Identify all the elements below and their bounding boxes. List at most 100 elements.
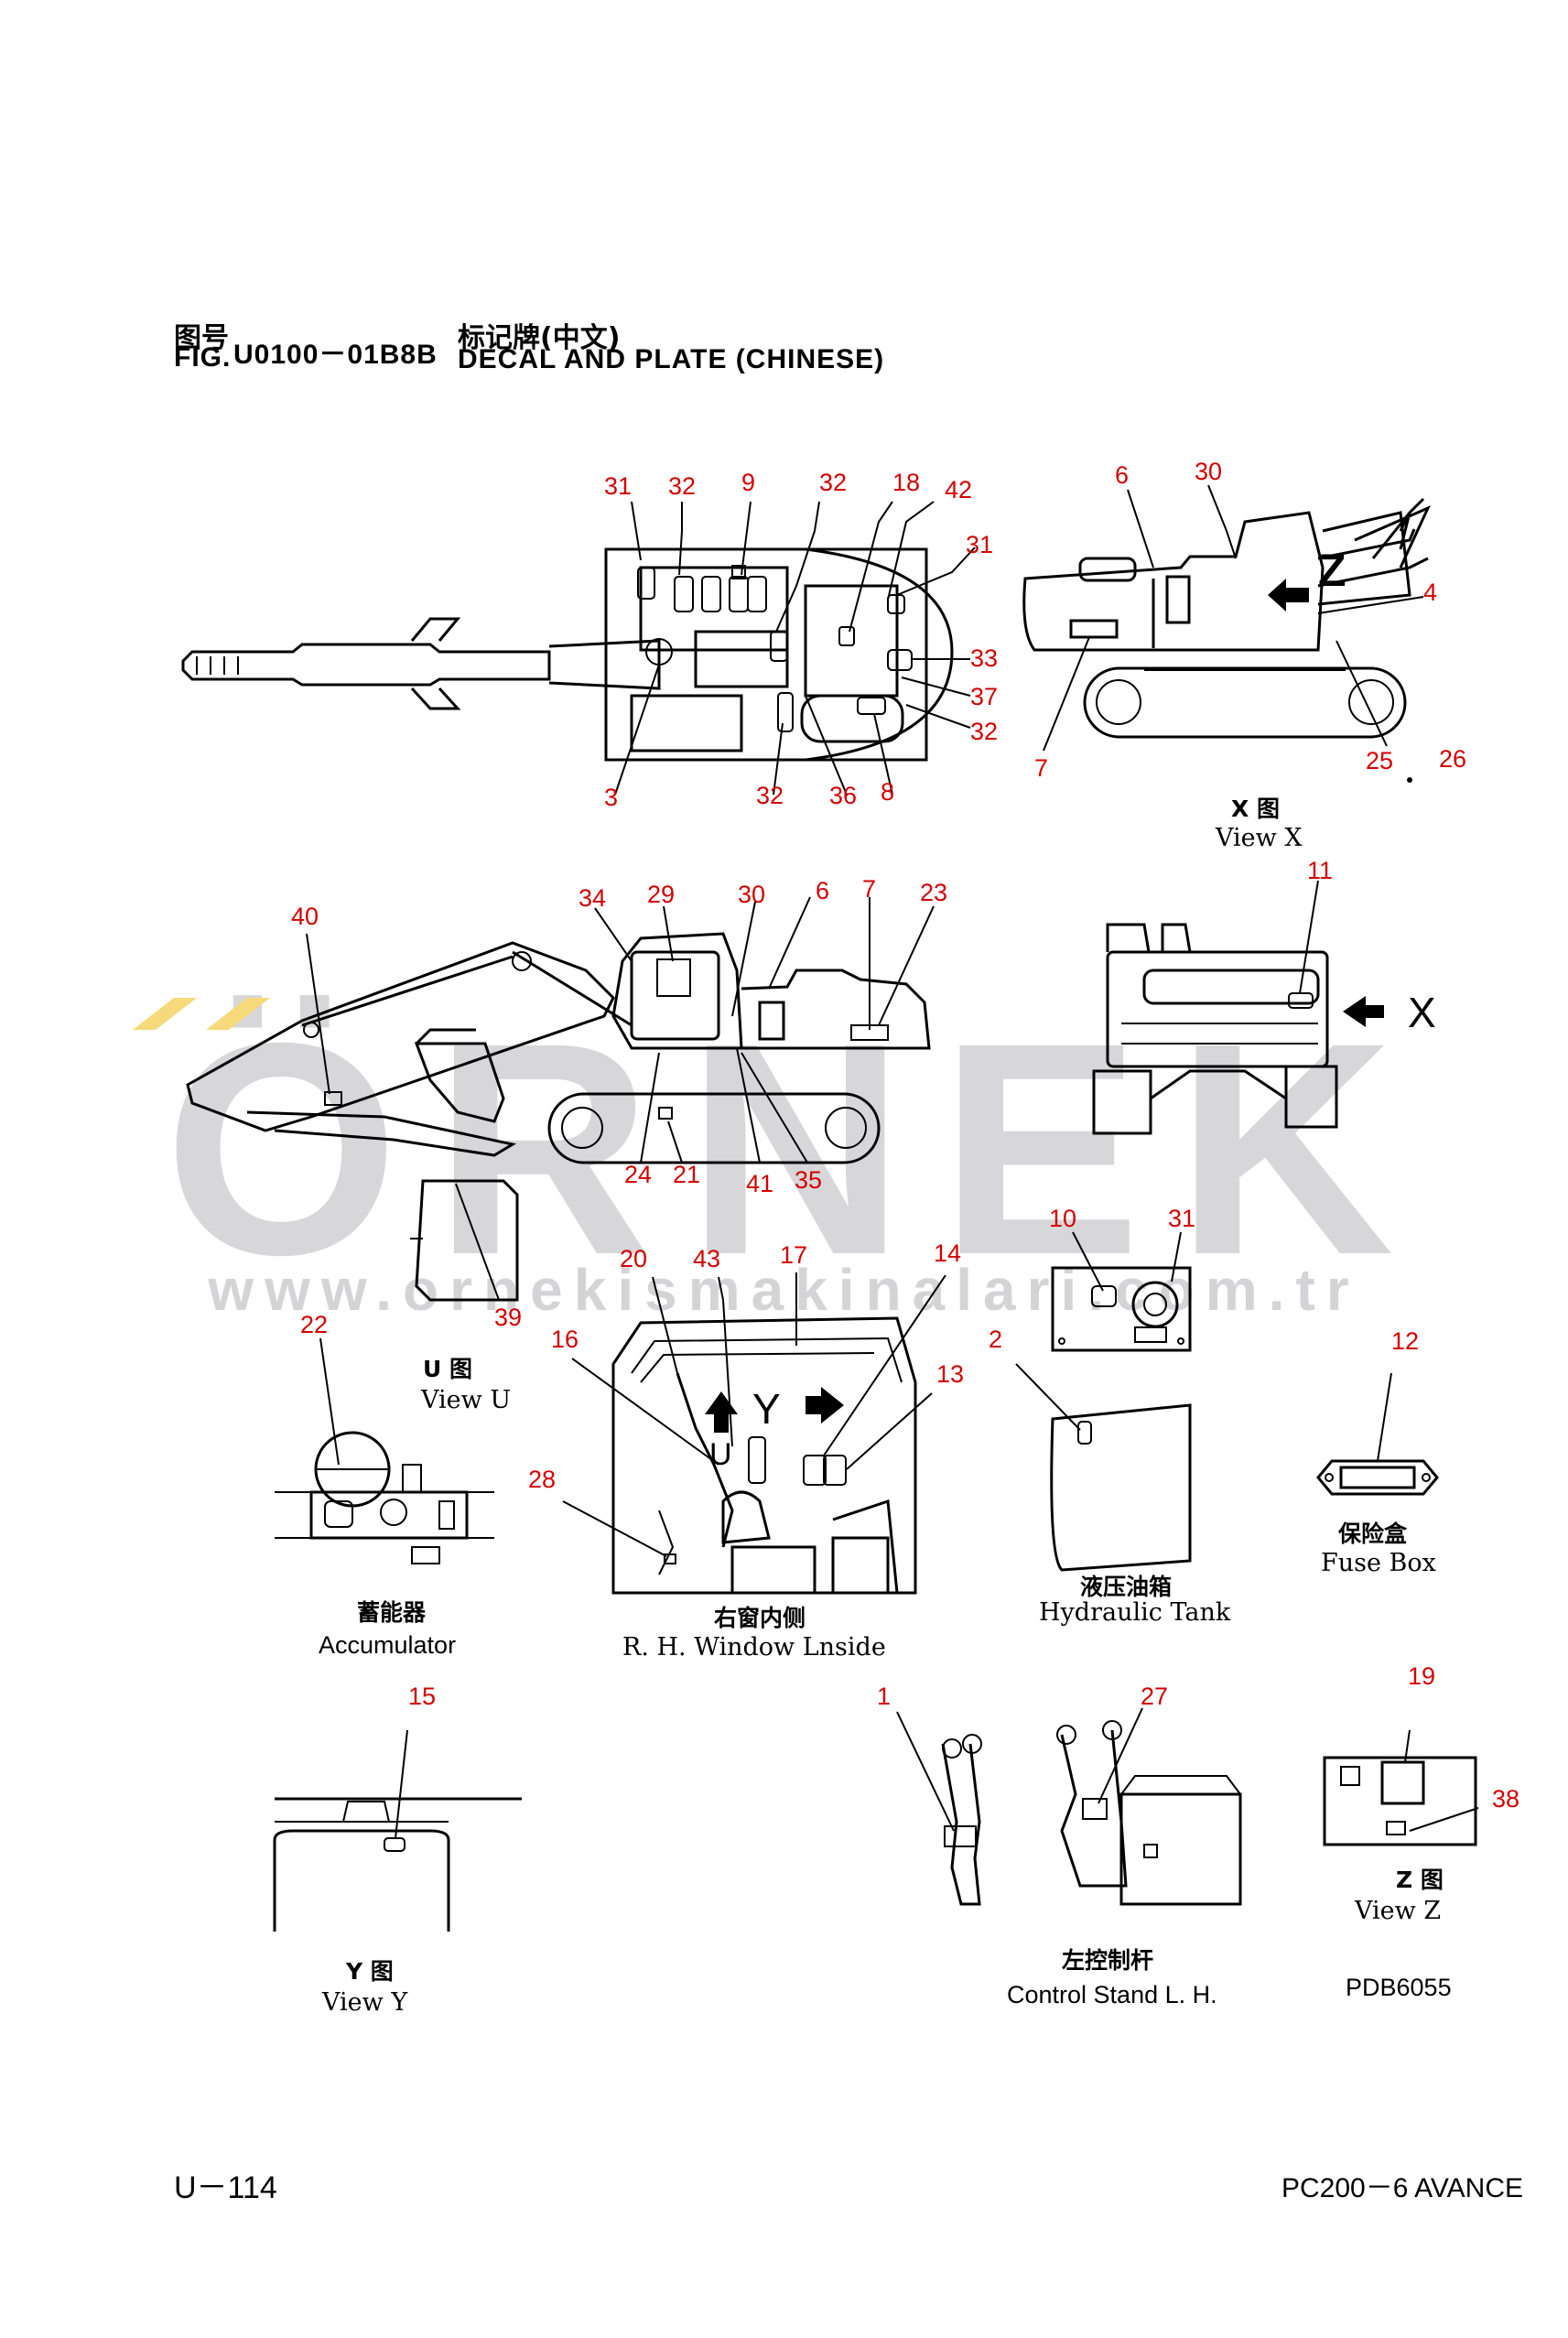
callout-33: 33 [970,644,998,672]
watermark-accent-left [133,998,197,1030]
view-x-drawing: Z [1022,484,1432,783]
fig-label-cn: 图号 [174,322,229,354]
view-u-caption-en: View U [420,1386,511,1414]
callout-6: 6 [816,877,829,904]
callout-15: 15 [408,1683,436,1710]
callout-42: 42 [945,476,972,503]
callout-22: 22 [300,1311,328,1338]
title-cn: 标记牌(中文) [458,322,621,354]
callout-2: 2 [989,1326,1002,1353]
callout-11: 11 [1307,857,1333,884]
callout-32: 32 [819,469,847,496]
callout-27: 27 [1141,1683,1168,1710]
fuse-caption-cn: 保险盒 [1337,1521,1408,1547]
callout-8: 8 [881,778,894,806]
window-caption-en: R. H. Window Lnside [622,1633,886,1661]
callout-41: 41 [746,1170,773,1197]
callout-31: 31 [966,531,993,558]
view-y-caption-cn: Y 图 [345,1958,394,1985]
control-caption-en: Control Stand L. H. [1007,1981,1217,2008]
callout-37: 37 [970,683,998,710]
view-z-box-drawing [1051,1231,1192,1352]
callout-29: 29 [647,881,675,908]
callout-39: 39 [494,1304,522,1331]
accumulator-caption-en: Accumulator [319,1631,456,1659]
accumulator-drawing [275,1337,494,1564]
callout-4: 4 [1423,579,1437,606]
view-x-caption-cn: X 图 [1231,796,1280,822]
callout-18: 18 [892,469,920,496]
callout-34: 34 [579,884,606,912]
view-y-caption-en: View Y [321,1988,408,2017]
arrow-x-icon [1343,996,1384,1027]
callout-26: 26 [1439,745,1466,773]
view-z-caption-en: View Z [1354,1897,1441,1925]
callout-32: 32 [756,782,784,809]
callout-31: 31 [604,472,632,500]
drawing-number: PDB6055 [1346,1974,1452,2001]
watermark-accent-right [206,998,270,1030]
window-callouts: 20 43 17 14 16 13 28 [528,1239,964,1493]
view-z-caption-cn: Z 图 [1396,1867,1444,1893]
window-u-letter: U [709,1437,732,1472]
callout-12: 12 [1391,1327,1419,1355]
callout-14: 14 [934,1239,961,1267]
callout-9: 9 [741,469,755,496]
callout-38: 38 [1492,1785,1519,1813]
callout-43: 43 [693,1245,720,1272]
callout-30: 30 [1195,458,1222,485]
title-en: DECAL AND PLATE (CHINESE) [458,344,885,374]
view-x-z-letter: Z [1318,545,1346,596]
callout-28: 28 [528,1466,556,1493]
window-drawing: Y U [562,1272,946,1595]
view-u-caption-cn: U 图 [423,1356,472,1382]
callout-19: 19 [1408,1662,1435,1690]
callout-24: 24 [624,1161,652,1188]
fig-number: U0100－01B8B [233,340,438,370]
callout-32: 32 [970,718,998,745]
callout-25: 25 [1366,747,1393,774]
fuse-caption-en: Fuse Box [1321,1549,1436,1577]
accumulator-caption-cn: 蓄能器 [357,1599,427,1626]
callout-7: 7 [1034,754,1048,782]
hydraulic-tank-drawing [1015,1363,1192,1572]
callout-40: 40 [291,903,319,930]
callout-35: 35 [795,1166,822,1194]
window-caption-cn: 右窗内侧 [714,1605,806,1631]
callout-13: 13 [936,1360,964,1388]
callout-32: 32 [668,472,696,500]
footer-model: PC200－6 AVANCE [1281,2173,1524,2203]
callout-16: 16 [551,1326,579,1353]
view-y-drawing [273,1729,522,1932]
callout-30: 30 [738,881,765,908]
control-lever-drawing [896,1711,982,1906]
top-view-drawing [181,501,976,796]
tank-caption-cn: 液压油箱 [1080,1574,1172,1600]
view-x-caption-en: View X [1215,824,1303,852]
callout-10: 10 [1049,1205,1076,1232]
main-side-callouts: 40 34 29 30 6 7 23 24 21 41 35 [291,875,947,1197]
callout-17: 17 [780,1241,807,1269]
tank-caption-en: Hydraulic Tank [1039,1598,1231,1627]
footer-page-number: U－114 [174,2170,277,2205]
window-arrow-up-icon [705,1391,738,1433]
rear-view-x-letter: X [1408,989,1436,1036]
view-x-callouts: 6 30 4 7 25 26 [1034,458,1466,782]
top-view-callouts: 31 32 9 32 18 42 31 33 37 32 8 36 32 3 [604,469,998,811]
callout-1: 1 [877,1683,891,1710]
callout-6: 6 [1115,461,1129,489]
callout-31: 31 [1168,1205,1195,1232]
callout-7: 7 [862,875,876,903]
fig-label-en: FIG. [174,342,232,373]
control-stand-drawing [1056,1707,1242,1906]
callout-3: 3 [604,784,618,811]
fuse-box-drawing [1316,1372,1439,1496]
rear-view-drawing: X [1092,880,1436,1135]
view-u-drawing [410,1179,519,1302]
window-arrow-right-icon [806,1387,844,1423]
arrow-z-icon [1268,579,1309,612]
control-caption-cn: 左控制杆 [1062,1947,1153,1974]
view-z-drawing [1323,1729,1479,1846]
callout-23: 23 [920,879,947,906]
callout-21: 21 [673,1161,700,1188]
